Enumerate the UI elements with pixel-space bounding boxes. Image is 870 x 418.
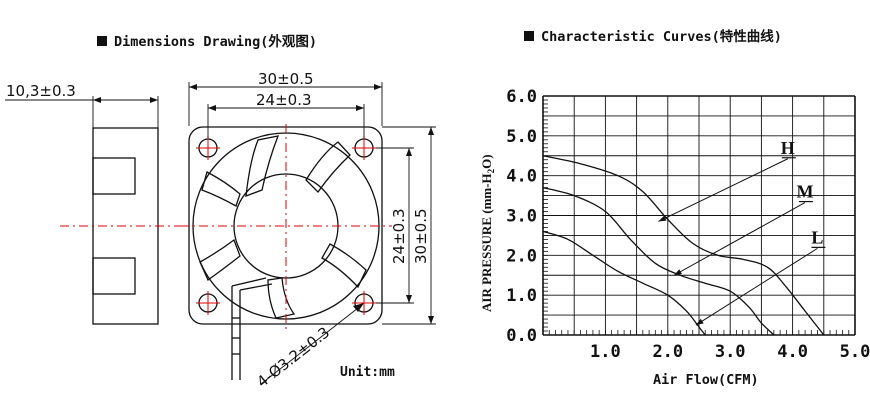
curve-label-arrowhead [695,318,704,326]
x-tick-label: 4.0 [777,342,808,362]
curve-labels: H M L [658,138,826,326]
series-line-L [542,230,706,336]
chart-minor-ticks [542,95,856,336]
y-tick-label: 3.0 [506,207,537,227]
dimensions-drawing: Dimensions Drawing(外观图) 10,3±0.3 [5,33,436,391]
chart-title-bullet-icon [524,31,534,41]
curve-label-leader [673,202,806,276]
side-dimension-lines [376,126,436,325]
y-tick-label: 2.0 [506,246,537,266]
chart-series [542,155,825,336]
side-hole-dimension: 24±0.3 [390,208,408,264]
curve-label-L: L [811,227,823,247]
y-axis-label: AIR PRESSURE (mm-H2O) [479,154,496,312]
drawing-title: Dimensions Drawing(外观图) [114,33,317,50]
thickness-dimension: 10,3±0.3 [6,82,76,100]
unit-label: Unit:mm [340,365,395,380]
curve-label-arrowhead [674,269,682,276]
x-tick-label: 1.0 [590,342,621,362]
x-tick-labels: 1.0 2.0 3.0 4.0 5.0 [590,342,870,362]
center-lines [180,124,392,330]
hole-spacing-dimension: 24±0.3 [256,91,312,109]
curve-label-arrowhead [658,215,667,222]
fan-side-view [5,96,180,325]
characteristic-curves-chart: Characteristic Curves(特性曲线) AIR PRESSURE… [479,28,870,388]
curve-label-leader [658,158,789,222]
curve-label-leader [695,247,818,326]
x-tick-label: 3.0 [715,342,746,362]
x-tick-label: 2.0 [652,342,683,362]
chart-grid [542,95,856,336]
hole-leader [260,303,364,385]
hole-diameter-dimension: 4-Ø3.2±0.3 [253,323,333,391]
series-line-M [542,186,775,336]
top-dimension-lines [188,82,383,138]
chart-title: Characteristic Curves(特性曲线) [541,28,782,45]
y-tick-label: 1.0 [506,286,537,306]
y-tick-label: 5.0 [506,127,537,147]
y-tick-label: 0.0 [506,326,537,346]
curve-label-H: H [781,138,795,158]
y-tick-labels: 0.0 1.0 2.0 3.0 4.0 5.0 6.0 [506,87,537,346]
y-tick-label: 4.0 [506,167,537,187]
x-tick-label: 5.0 [840,342,870,362]
x-axis-label: Air Flow(CFM) [653,372,759,388]
side-outer-dimension: 30±0.5 [412,208,430,264]
series-line-H [542,155,825,336]
title-bullet-icon [97,36,107,46]
curve-label-M: M [796,182,813,202]
y-tick-label: 6.0 [506,87,537,107]
outer-width-dimension: 30±0.5 [258,70,314,88]
